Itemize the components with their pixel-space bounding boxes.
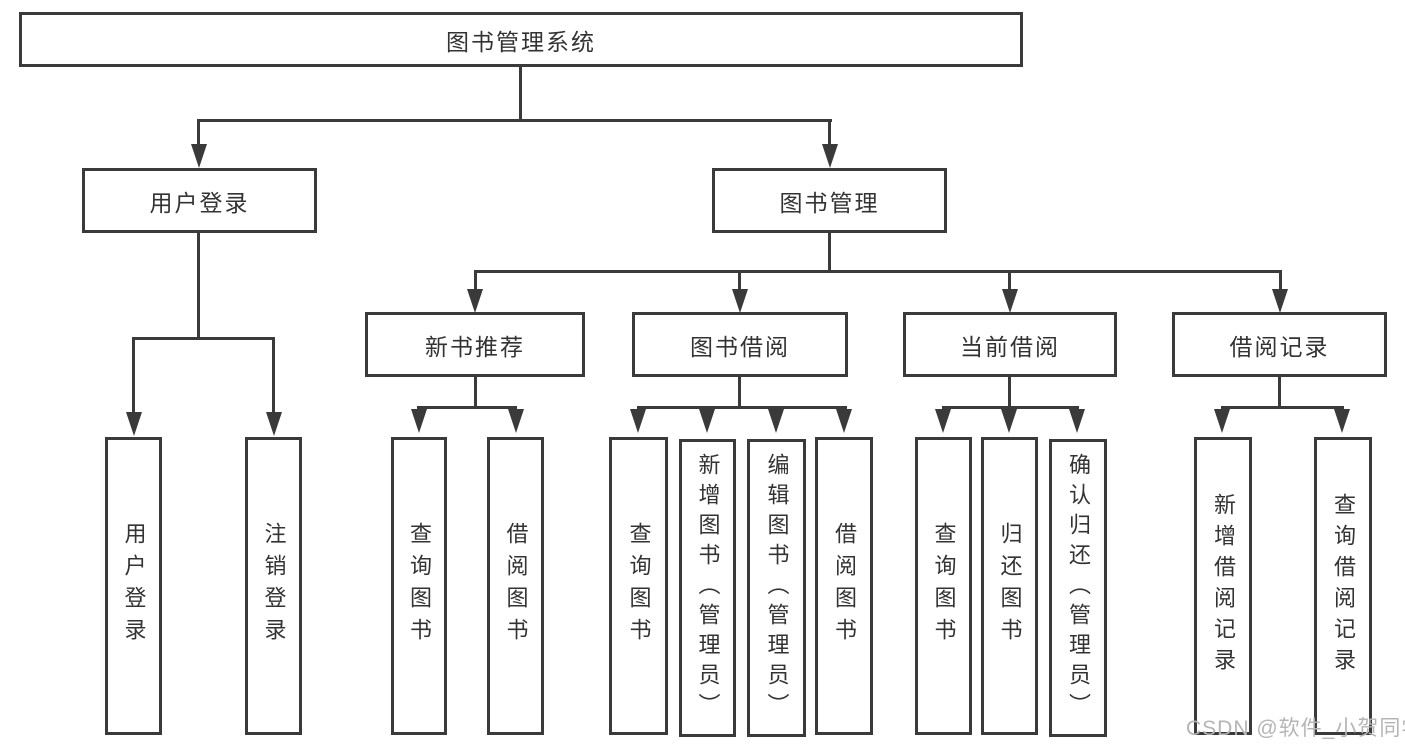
connector-current-borrow-stem [1008,377,1011,409]
leaf-borrow-book-2-label: 借阅图书 [832,522,857,650]
connector-stem-current-borrow [1008,270,1011,291]
connector-stem-borrow-records [1279,270,1282,291]
arrow-down-icon [508,409,524,433]
node-current-borrow-label: 当前借阅 [960,333,1060,360]
connector-stem-user-login [197,119,200,145]
leaf-user-login-label: 用户登录 [121,522,147,650]
connector-stem-book-borrow [738,270,741,291]
leaf-return-book-label: 归还图书 [997,522,1023,650]
arrow-down-icon [768,409,784,433]
leaf-borrow-book-1: 借阅图书 [487,437,544,735]
connector-borrow-records-stem [1278,377,1281,409]
leaf-confirm-return-label: 确认归还（管理员） [1066,453,1091,723]
leaf-add-book: 新增图书（管理员） [679,439,736,737]
leaf-add-record-label: 新增借阅记录 [1211,493,1236,679]
leaf-confirm-return: 确认归还（管理员） [1049,439,1107,737]
leaf-user-login: 用户登录 [105,437,162,735]
node-book-mgmt: 图书管理 [712,168,947,233]
arrow-down-icon [1069,409,1085,433]
arrow-down-icon [126,412,142,436]
arrow-down-icon [1334,409,1350,433]
connector-new-book-rec-stem [474,377,477,409]
node-book-borrow-label: 图书借阅 [690,333,790,360]
connector-stem-logout-leaf [272,337,275,414]
connector-stem-login-leaf [132,337,135,414]
leaf-query-book-3: 查询图书 [915,437,972,735]
connector-book-mgmt-stem [828,233,831,273]
connector-level2-bus [474,270,1282,273]
arrow-down-icon [191,144,207,168]
node-borrow-records-label: 借阅记录 [1229,333,1330,360]
leaf-query-record-label: 查询借阅记录 [1331,493,1356,679]
arrow-down-icon [836,409,852,433]
connector-book-borrow-stem [738,377,741,409]
connector-level1-bus [197,119,832,122]
connector-stem-book-mgmt [828,119,831,145]
node-root-label: 图书管理系统 [446,28,596,55]
node-borrow-records: 借阅记录 [1172,312,1387,377]
arrow-down-icon [732,289,748,313]
node-book-borrow: 图书借阅 [632,312,848,377]
connector-book-borrow-bus [637,406,847,409]
leaf-query-record: 查询借阅记录 [1314,437,1372,735]
leaf-borrow-book-1-label: 借阅图书 [503,522,529,650]
leaf-borrow-book-2: 借阅图书 [815,437,873,735]
leaf-logout: 注销登录 [245,437,302,735]
node-current-borrow: 当前借阅 [903,312,1117,377]
arrow-down-icon [411,409,427,433]
arrow-down-icon [1002,289,1018,313]
arrow-down-icon [1001,409,1017,433]
connector-user-login-stem [197,233,200,340]
leaf-query-book-2: 查询图书 [609,437,668,735]
leaf-return-book: 归还图书 [981,437,1038,735]
leaf-add-record: 新增借阅记录 [1194,437,1252,735]
leaf-logout-label: 注销登录 [261,522,287,650]
connector-current-borrow-bus [942,406,1079,409]
connector-user-login-bus [132,337,275,340]
arrow-down-icon [1214,409,1230,433]
node-root: 图书管理系统 [19,12,1023,67]
node-new-book-rec-label: 新书推荐 [425,333,525,360]
node-user-login-label: 用户登录 [149,189,250,216]
arrow-down-icon [822,144,838,168]
leaf-query-book-3-label: 查询图书 [931,522,957,650]
arrow-down-icon [266,412,282,436]
arrow-down-icon [935,409,951,433]
node-user-login: 用户登录 [82,168,317,233]
leaf-edit-book-label: 编辑图书（管理员） [764,453,790,723]
connector-root-stem [519,67,522,121]
leaf-query-book-1-label: 查询图书 [407,522,432,650]
connector-new-book-rec-bus [417,406,517,409]
leaf-query-book-2-label: 查询图书 [626,522,652,650]
node-book-mgmt-label: 图书管理 [779,189,880,216]
arrow-down-icon [1272,289,1288,313]
arrow-down-icon [630,409,646,433]
connector-borrow-records-bus [1221,406,1344,409]
csdn-watermark: CSDN @软件_小贺同学 [1186,717,1405,740]
arrow-down-icon [699,409,715,433]
leaf-query-book-1: 查询图书 [391,437,447,735]
leaf-add-book-label: 新增图书（管理员） [695,453,721,723]
node-new-book-rec: 新书推荐 [365,312,585,377]
arrow-down-icon [467,289,483,313]
connector-stem-new-book-rec [474,270,477,291]
leaf-edit-book: 编辑图书（管理员） [747,439,806,737]
